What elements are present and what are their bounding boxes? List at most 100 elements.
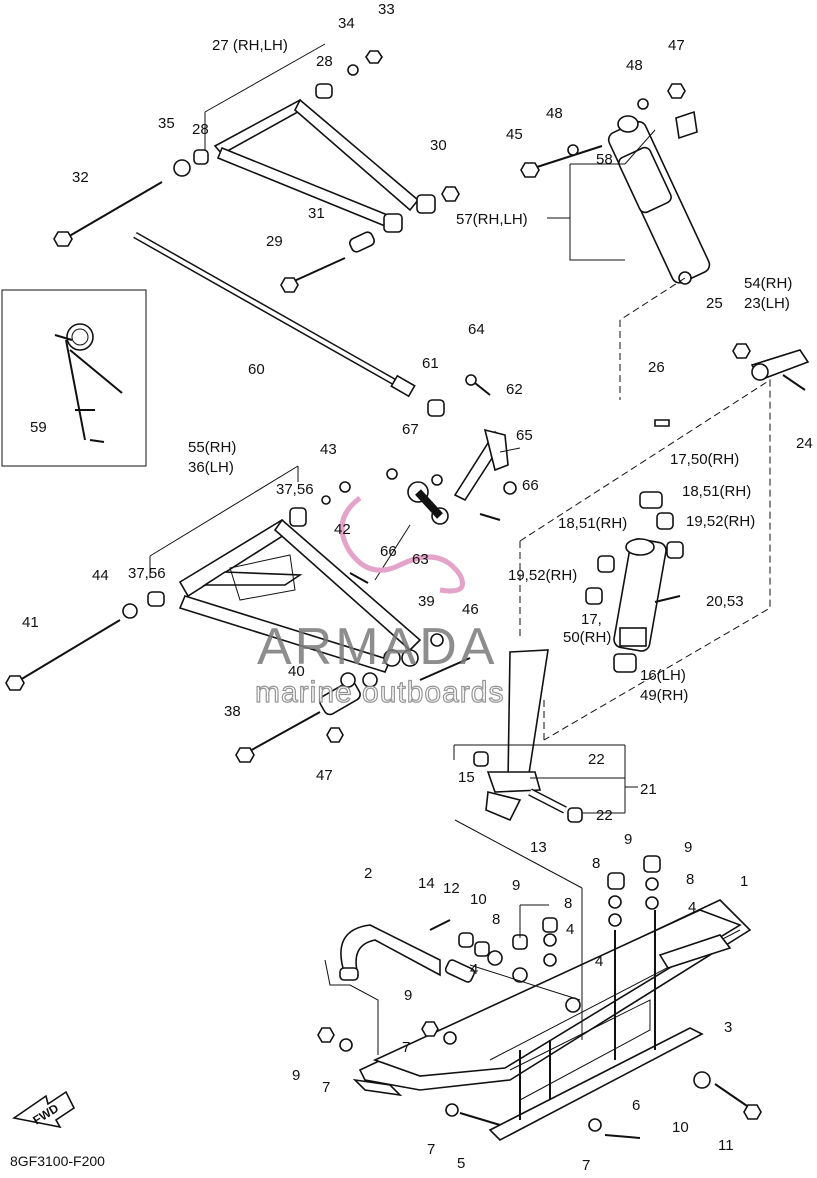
ref-label: 29 [266,233,283,250]
ref-label: 1 [740,873,748,890]
ref-label: 28 [316,53,333,70]
ref-label: 59 [30,419,47,436]
ref-label: 42 [334,521,351,538]
watermark-logo [339,495,465,594]
ref-label: 7 [402,1039,410,1056]
ref-label: 62 [506,381,523,398]
ref-label: 13 [530,839,547,856]
ref-label: 2 [364,865,372,882]
ref-label: 18,51(RH) [682,483,751,500]
ref-label: 17,50(RH) [670,451,739,468]
ref-label: 27 (RH,LH) [212,37,288,54]
lower-a-arm [5,465,471,763]
ref-label: 9 [512,877,520,894]
ref-label: 3 [724,1019,732,1036]
ref-label: 22 [588,751,605,768]
ref-label: 6 [632,1097,640,1114]
diagram-code: 8GF3100-F200 [10,1153,105,1169]
ref-label: 35 [158,115,175,132]
ref-label: 39 [418,593,435,610]
ref-label: 4 [470,961,478,978]
ref-label: 20,53 [706,593,744,610]
ref-label: 47 [316,767,333,784]
ref-label: 26 [648,359,665,376]
ref-label: 7 [322,1079,330,1096]
ref-label: 45 [506,126,523,143]
shock-bracket [619,277,810,400]
ref-label: 49(RH) [640,687,688,704]
gauge-dial [66,323,94,351]
ref-label: 48 [546,105,563,122]
watermark: ARMADA marine outboards [254,495,504,710]
ref-label: 41 [22,614,39,631]
ref-label: 40 [288,663,305,680]
ref-label: 8 [492,911,500,928]
shock-absorber [520,83,711,285]
ref-label: 18,51(RH) [558,515,627,532]
ref-label: 10 [470,891,487,908]
ref-label: 67 [402,421,419,438]
ref-label: 4 [688,899,696,916]
ref-label: 11 [718,1137,734,1154]
ref-label: 5 [457,1155,465,1172]
steering-spindle [453,379,771,823]
fwd-arrow: FWD [11,1090,76,1129]
ref-label: 33 [378,1,395,18]
upper-a-arm [53,43,460,293]
ref-label: 34 [338,15,355,32]
ref-label: 25 [706,295,723,312]
ref-label: 4 [595,953,603,970]
ref-label: 47 [668,37,685,54]
ref-label: 44 [92,567,109,584]
ref-label: 48 [626,57,643,74]
ref-label: 24 [796,435,813,452]
ref-label: 46 [462,601,479,618]
ref-label: 8 [686,871,694,888]
ref-label: 17, [581,611,602,628]
ref-label: 57(RH,LH) [456,211,528,228]
ref-label: 36(LH) [188,459,234,476]
ref-label: 22 [596,807,613,824]
ref-label: 50(RH) [563,629,611,646]
ref-label: 7 [427,1141,435,1158]
ref-label: 55(RH) [188,439,236,456]
ref-label: 4 [566,921,574,938]
ref-label: 43 [320,441,337,458]
watermark-brand: ARMADA [257,618,497,676]
ref-label: 9 [292,1067,300,1084]
ref-label: 21 [640,781,657,798]
ref-label: 61 [422,355,439,372]
inset-box-59 [1,289,147,467]
ref-label: 12 [443,880,460,897]
ref-label: 58 [596,151,613,168]
ref-label: 37,56 [276,481,314,498]
ref-label: 23(LH) [744,295,790,312]
ref-label: 28 [192,121,209,138]
ref-label: 32 [72,169,89,186]
ref-label: 8 [592,855,600,872]
stabilizer-bar [133,231,445,417]
ref-label: 9 [404,987,412,1004]
ref-label: 66 [522,477,539,494]
ref-label: 54(RH) [744,275,792,292]
ski-assembly [317,819,762,1141]
ref-label: 15 [458,769,475,786]
arrow-icon [11,1090,76,1129]
ref-label: 65 [516,427,533,444]
ref-label: 19,52(RH) [686,513,755,530]
ref-label: 8 [564,895,572,912]
ref-label: 19,52(RH) [508,567,577,584]
ref-label: 66 [380,543,397,560]
ref-label: 31 [308,205,325,222]
ref-label: 60 [248,361,265,378]
ref-label: 10 [672,1119,689,1136]
ref-label: 64 [468,321,485,338]
ref-label: 9 [624,831,632,848]
reference-labels: 1 2 3 4 4 4 4 5 6 7 7 7 7 8 8 8 8 9 9 9 … [22,1,813,1174]
watermark-tagline: marine outboards [255,676,504,709]
ref-label: 37,56 [128,565,166,582]
stabilizer-link [349,374,521,584]
ref-label: 14 [418,875,435,892]
